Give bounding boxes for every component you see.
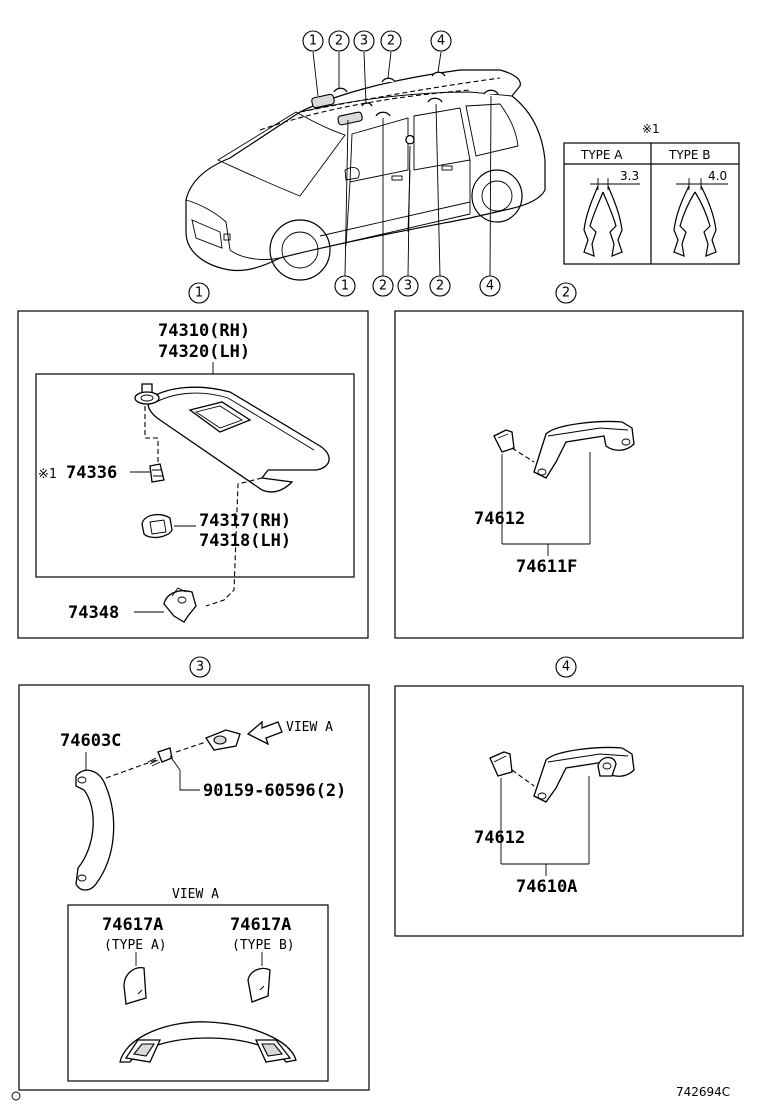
part-74317-rh: 74317(RH) [199, 511, 291, 531]
callout-bottom-2b: 2 [429, 275, 451, 297]
top-callout-leaders [312, 51, 492, 277]
callout-top-3: 3 [353, 30, 375, 52]
cover-small-drawing [205, 729, 241, 751]
clip-table-note: ※1 [642, 122, 660, 136]
part-74318-lh: 74318(LH) [199, 531, 291, 551]
panel-4-label: 4 [555, 656, 577, 678]
view-a-title: VIEW A [172, 887, 219, 902]
part-74612-p2: 74612 [474, 509, 525, 529]
cover-74617a-type-a: 74617A [102, 915, 163, 935]
svg-text:1: 1 [309, 34, 317, 49]
type-a-dimension: 3.3 [620, 169, 639, 183]
svg-text:2: 2 [436, 279, 444, 294]
cap-74612-drawing [493, 429, 515, 453]
part-90159-60596: 90159-60596(2) [203, 781, 346, 801]
grip-underside-drawing [119, 1021, 297, 1063]
holder-74317-drawing [141, 513, 173, 539]
type-a-clip-drawing [583, 178, 640, 257]
callout-top-2a: 2 [328, 30, 350, 52]
panel-2-label: 2 [555, 282, 577, 304]
svg-text:4: 4 [562, 660, 570, 675]
svg-text:1: 1 [195, 286, 203, 301]
svg-text:2: 2 [562, 286, 570, 301]
view-a-arrow [246, 720, 283, 746]
cap-74612-p4-drawing [489, 751, 513, 777]
cover-type-b-label: (TYPE B) [232, 938, 295, 953]
callout-top-2b: 2 [380, 30, 402, 52]
svg-text:2: 2 [379, 279, 387, 294]
cover-type-b-drawing [247, 967, 271, 1003]
svg-text:3: 3 [404, 279, 412, 294]
clip-type-table: ※1 TYPE A TYPE B 3.3 4.0 [563, 122, 740, 265]
sun-visor-drawing [134, 383, 330, 493]
callout-bottom-3: 3 [397, 275, 419, 297]
callout-top-4: 4 [430, 30, 452, 52]
svg-text:3: 3 [360, 34, 368, 49]
part-74612-p4: 74612 [474, 828, 525, 848]
grip-74610a-drawing [533, 746, 635, 803]
view-a-frame [67, 904, 329, 1082]
cover-74617a-type-b: 74617A [230, 915, 291, 935]
svg-text:2: 2 [335, 34, 343, 49]
corner-mark [11, 1091, 21, 1101]
grip-74603c-drawing [75, 769, 115, 891]
svg-text:4: 4 [437, 34, 445, 49]
svg-text:4: 4 [486, 279, 494, 294]
cover-type-a-label: (TYPE A) [104, 938, 167, 953]
clip-note-marker: ※1 [38, 467, 57, 482]
part-74348: 74348 [68, 603, 119, 623]
type-a-header: TYPE A [580, 148, 623, 162]
type-b-clip-drawing [673, 178, 728, 257]
part-74610a: 74610A [516, 877, 577, 897]
illustration-code: 742694C [676, 1085, 730, 1099]
part-74310-rh: 74310(RH) [158, 321, 250, 341]
svg-text:1: 1 [341, 279, 349, 294]
panel-2-frame [394, 310, 744, 639]
panel-3-frame [18, 684, 370, 1091]
part-74611f: 74611F [516, 557, 577, 577]
svg-text:2: 2 [387, 34, 395, 49]
panel-1-frame [17, 310, 369, 639]
part-74336: 74336 [66, 463, 117, 483]
callout-bottom-1: 1 [334, 275, 356, 297]
callout-bottom-2a: 2 [372, 275, 394, 297]
bracket-74348-drawing [163, 587, 197, 623]
grip-74611f-drawing [533, 420, 635, 479]
type-b-dimension: 4.0 [708, 169, 727, 183]
part-74320-lh: 74320(LH) [158, 342, 250, 362]
clip-74336-drawing [149, 463, 165, 483]
panel-3-label: 3 [189, 656, 211, 678]
part-74603c: 74603C [60, 731, 121, 751]
cover-type-a-drawing [123, 967, 147, 1005]
view-a-arrow-label: VIEW A [286, 720, 333, 735]
panel-4-frame [394, 685, 744, 937]
panel-1-label: 1 [188, 282, 210, 304]
callout-top-1: 1 [302, 30, 324, 52]
callout-bottom-4: 4 [479, 275, 501, 297]
type-b-header: TYPE B [668, 148, 711, 162]
panel-1-inner-frame [35, 373, 355, 578]
screw-drawing [147, 747, 173, 767]
svg-text:3: 3 [196, 660, 204, 675]
